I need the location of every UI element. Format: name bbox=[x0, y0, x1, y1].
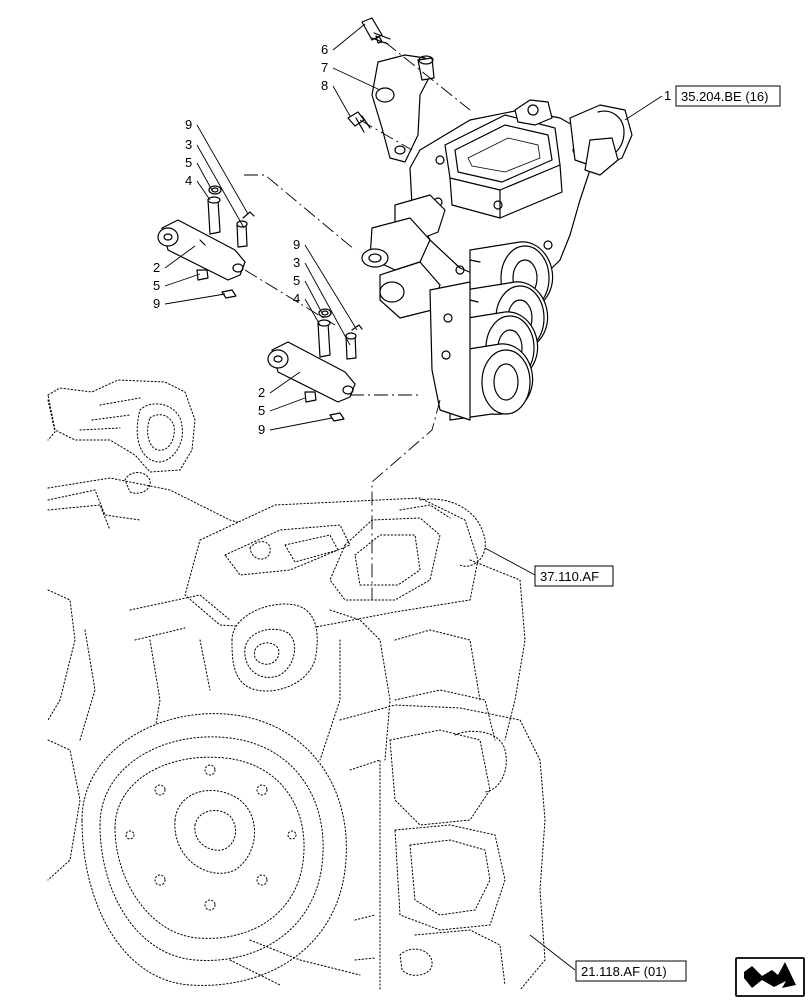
callout-numbers: 6 7 8 1 9 3 5 4 2 5 9 9 3 5 4 2 5 9 bbox=[153, 42, 671, 437]
callout-3: 3 bbox=[185, 137, 192, 152]
callout-9: 9 bbox=[293, 237, 300, 252]
next-page-arrow-icon[interactable] bbox=[735, 957, 805, 997]
reference-housing-label[interactable]: 37.110.AF bbox=[540, 569, 599, 584]
reference-valve[interactable]: 35.204.BE (16) bbox=[675, 85, 781, 107]
reference-valve-label[interactable]: 35.204.BE (16) bbox=[681, 89, 768, 104]
callout-5: 5 bbox=[258, 403, 265, 418]
callout-5: 5 bbox=[185, 155, 192, 170]
reference-transmission[interactable]: 21.118.AF (01) bbox=[575, 960, 687, 982]
callout-8: 8 bbox=[321, 78, 328, 93]
callout-9: 9 bbox=[185, 117, 192, 132]
center-lines bbox=[244, 41, 471, 600]
callout-1: 1 bbox=[664, 88, 671, 103]
reference-housing[interactable]: 37.110.AF bbox=[534, 565, 614, 587]
lever-assembly-upper bbox=[157, 185, 255, 299]
callout-5: 5 bbox=[153, 278, 160, 293]
leader-lines bbox=[164, 23, 663, 971]
callout-5: 5 bbox=[293, 273, 300, 288]
callout-2: 2 bbox=[153, 260, 160, 275]
callout-9: 9 bbox=[258, 422, 265, 437]
callout-6: 6 bbox=[321, 42, 328, 57]
callout-3: 3 bbox=[293, 255, 300, 270]
transmission-housing bbox=[47, 379, 546, 991]
lever-assembly-lower bbox=[267, 308, 363, 422]
callout-9: 9 bbox=[153, 296, 160, 311]
mounting-bracket bbox=[347, 17, 435, 163]
callout-2: 2 bbox=[258, 385, 265, 400]
callout-4: 4 bbox=[185, 173, 192, 188]
valve-block-assembly bbox=[361, 99, 633, 421]
callout-7: 7 bbox=[321, 60, 328, 75]
callout-4: 4 bbox=[293, 291, 300, 306]
reference-transmission-label[interactable]: 21.118.AF (01) bbox=[581, 964, 667, 979]
